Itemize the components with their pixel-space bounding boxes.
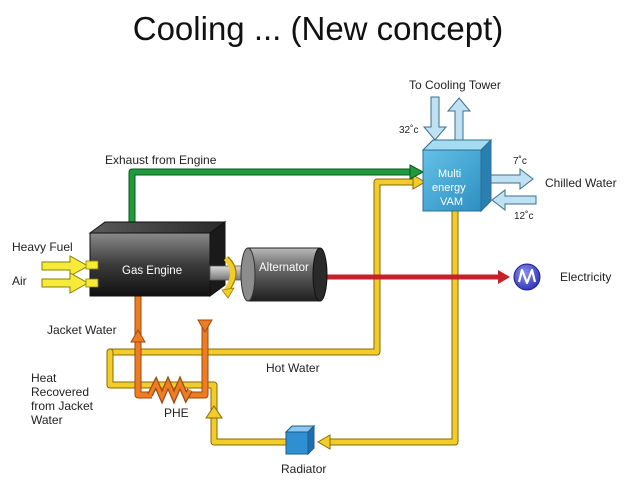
alternator xyxy=(240,247,328,302)
jacket-water-return-arrow xyxy=(130,329,146,343)
jacket-water-pipe xyxy=(134,292,209,399)
gas-engine xyxy=(88,221,227,297)
hot-water-label: Hot Water xyxy=(266,361,320,375)
ac-wave-icon xyxy=(513,263,541,291)
chilled-water-label: Chilled Water xyxy=(545,176,617,190)
vam-label-line-2: energy xyxy=(432,182,466,194)
exhaust-label: Exhaust from Engine xyxy=(105,153,217,167)
temp-7-label: 7˚c xyxy=(513,155,527,167)
alternator-label: Alternator xyxy=(259,262,309,274)
temp-32-label: 32˚c xyxy=(399,124,418,136)
air-input-arrow xyxy=(41,272,99,294)
temp-12-label: 12˚c xyxy=(514,210,533,222)
heavy-fuel-label: Heavy Fuel xyxy=(12,240,73,254)
jacket-water-label: Jacket Water xyxy=(47,323,117,337)
heat-recovered-label-line-1: Heat xyxy=(31,371,57,385)
radiator-return-arrow-head xyxy=(205,405,223,419)
exhaust-pipe xyxy=(128,168,410,228)
vam-label-line-1: Multi xyxy=(438,168,461,180)
phe-heat-exchanger xyxy=(147,375,193,405)
phe-label: PHE xyxy=(164,406,189,420)
exhaust-arrow-head xyxy=(409,164,425,180)
electricity-label: Electricity xyxy=(560,270,611,284)
radiator-inlet-arrow-head xyxy=(317,434,331,450)
electricity-line xyxy=(322,270,510,284)
radiator-label: Radiator xyxy=(281,462,326,476)
slide-title: Cooling ... (New concept) xyxy=(132,10,504,47)
cooling-return-pipe xyxy=(330,210,459,446)
radiator xyxy=(284,424,316,456)
hot-water-pipe xyxy=(106,178,417,446)
chilled-water-in-arrow xyxy=(491,188,537,212)
to-cooling-tower-label: To Cooling Tower xyxy=(409,78,501,92)
heat-recovered-label-line-2: Recovered xyxy=(31,385,89,399)
fuel-input-arrow xyxy=(41,255,99,277)
air-label: Air xyxy=(12,274,27,288)
jacket-water-out-arrow xyxy=(197,319,213,333)
hot-water-arrow-head xyxy=(412,174,426,190)
heat-recovered-label-line-3: from Jacket xyxy=(31,399,94,413)
heat-recovered-label-line-4: Water xyxy=(31,413,63,427)
vam-unit xyxy=(421,138,493,213)
cooling-tower-supply-arrow xyxy=(422,96,448,141)
gas-engine-label: Gas Engine xyxy=(122,265,182,277)
cooling-tower-return-arrow xyxy=(446,97,472,141)
chilled-water-out-arrow xyxy=(490,167,534,191)
vam-label-line-3: VAM xyxy=(440,196,463,208)
